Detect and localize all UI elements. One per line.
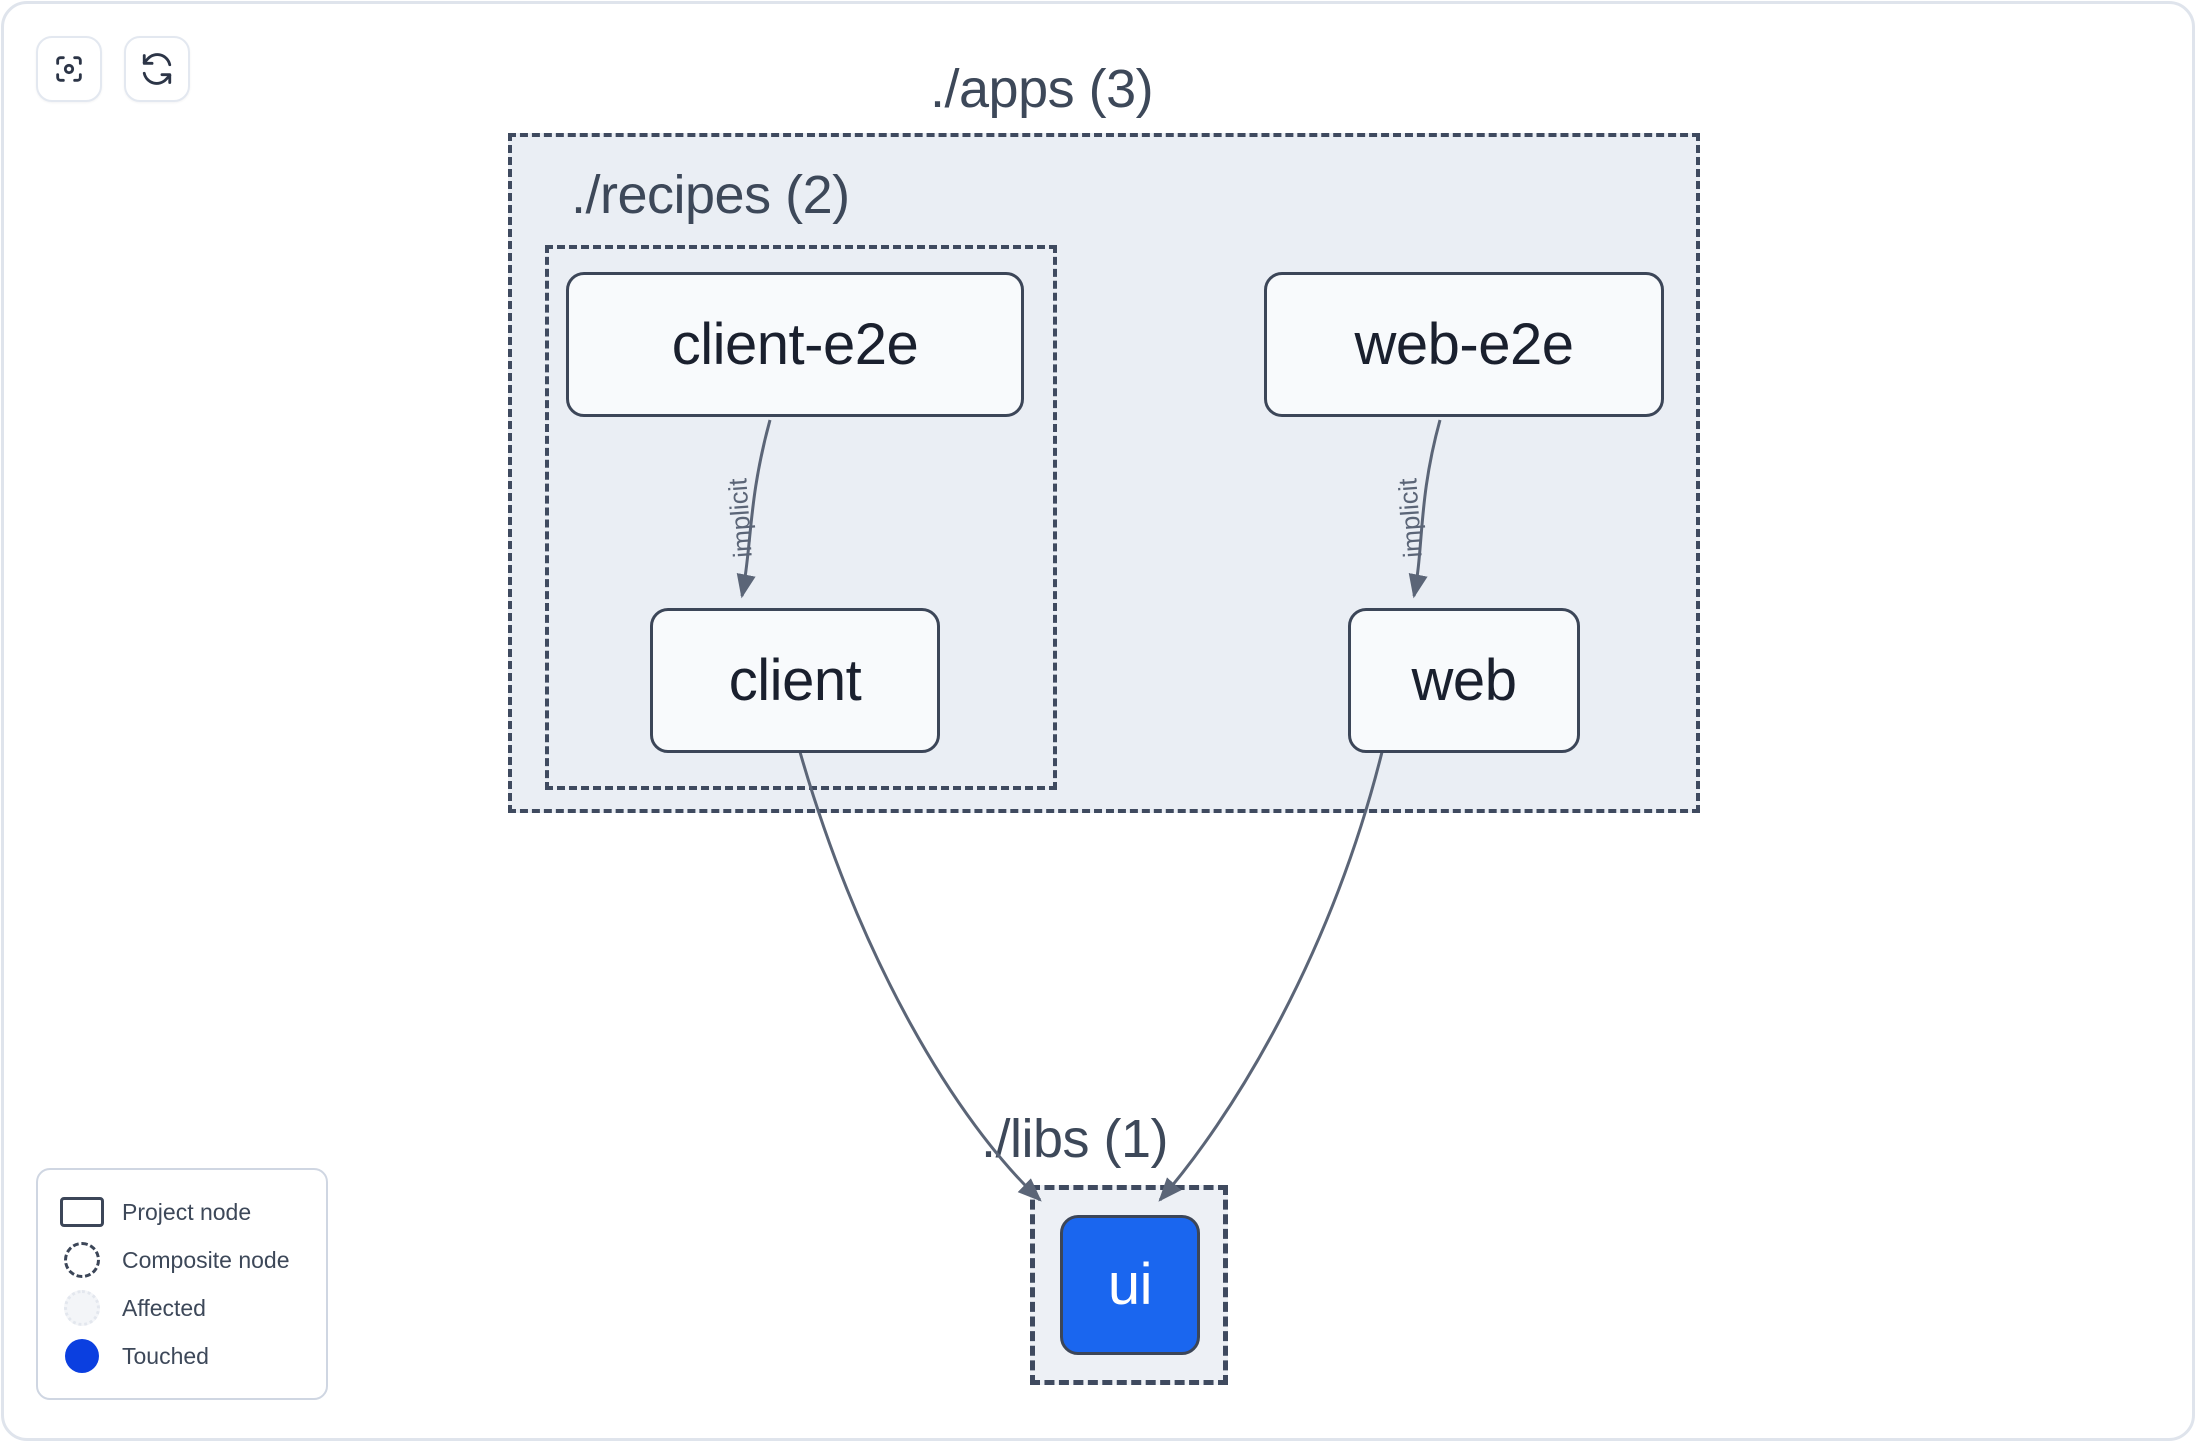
- legend-item-label: Affected: [122, 1294, 206, 1321]
- graph-node-label: client-e2e: [671, 311, 919, 377]
- legend-item-affected: Affected: [60, 1284, 310, 1332]
- graph-legend: Project node Composite node Affected Tou…: [36, 1168, 328, 1400]
- graph-node-label: client: [728, 647, 862, 713]
- focus-graph-button[interactable]: [36, 36, 102, 102]
- touched-swatch: [60, 1339, 104, 1373]
- legend-item-composite-node: Composite node: [60, 1236, 310, 1284]
- graph-node-label: ui: [1107, 1252, 1153, 1317]
- graph-toolbar: [36, 36, 190, 102]
- graph-node-web-e2e[interactable]: web-e2e: [1264, 272, 1664, 417]
- refresh-icon: [140, 52, 174, 86]
- graph-node-client[interactable]: client: [650, 608, 940, 753]
- refresh-graph-button[interactable]: [124, 36, 190, 102]
- legend-item-label: Touched: [122, 1342, 209, 1369]
- graph-node-label: web-e2e: [1354, 311, 1574, 377]
- group-label-apps: ./apps (3): [930, 59, 1154, 119]
- legend-item-project-node: Project node: [60, 1188, 310, 1236]
- group-label-libs: ./libs (1): [981, 1109, 1169, 1169]
- group-label-recipes: ./recipes (2): [571, 165, 850, 225]
- focus-scan-icon: [52, 52, 86, 86]
- legend-item-label: Composite node: [122, 1246, 290, 1273]
- graph-node-ui[interactable]: ui: [1060, 1215, 1200, 1355]
- project-node-swatch: [60, 1197, 104, 1227]
- graph-node-label: web: [1411, 647, 1517, 713]
- legend-item-touched: Touched: [60, 1332, 310, 1380]
- affected-swatch: [60, 1290, 104, 1326]
- legend-item-label: Project node: [122, 1198, 252, 1225]
- graph-node-web[interactable]: web: [1348, 608, 1580, 753]
- composite-node-swatch: [60, 1242, 104, 1278]
- graph-node-client-e2e[interactable]: client-e2e: [566, 272, 1024, 417]
